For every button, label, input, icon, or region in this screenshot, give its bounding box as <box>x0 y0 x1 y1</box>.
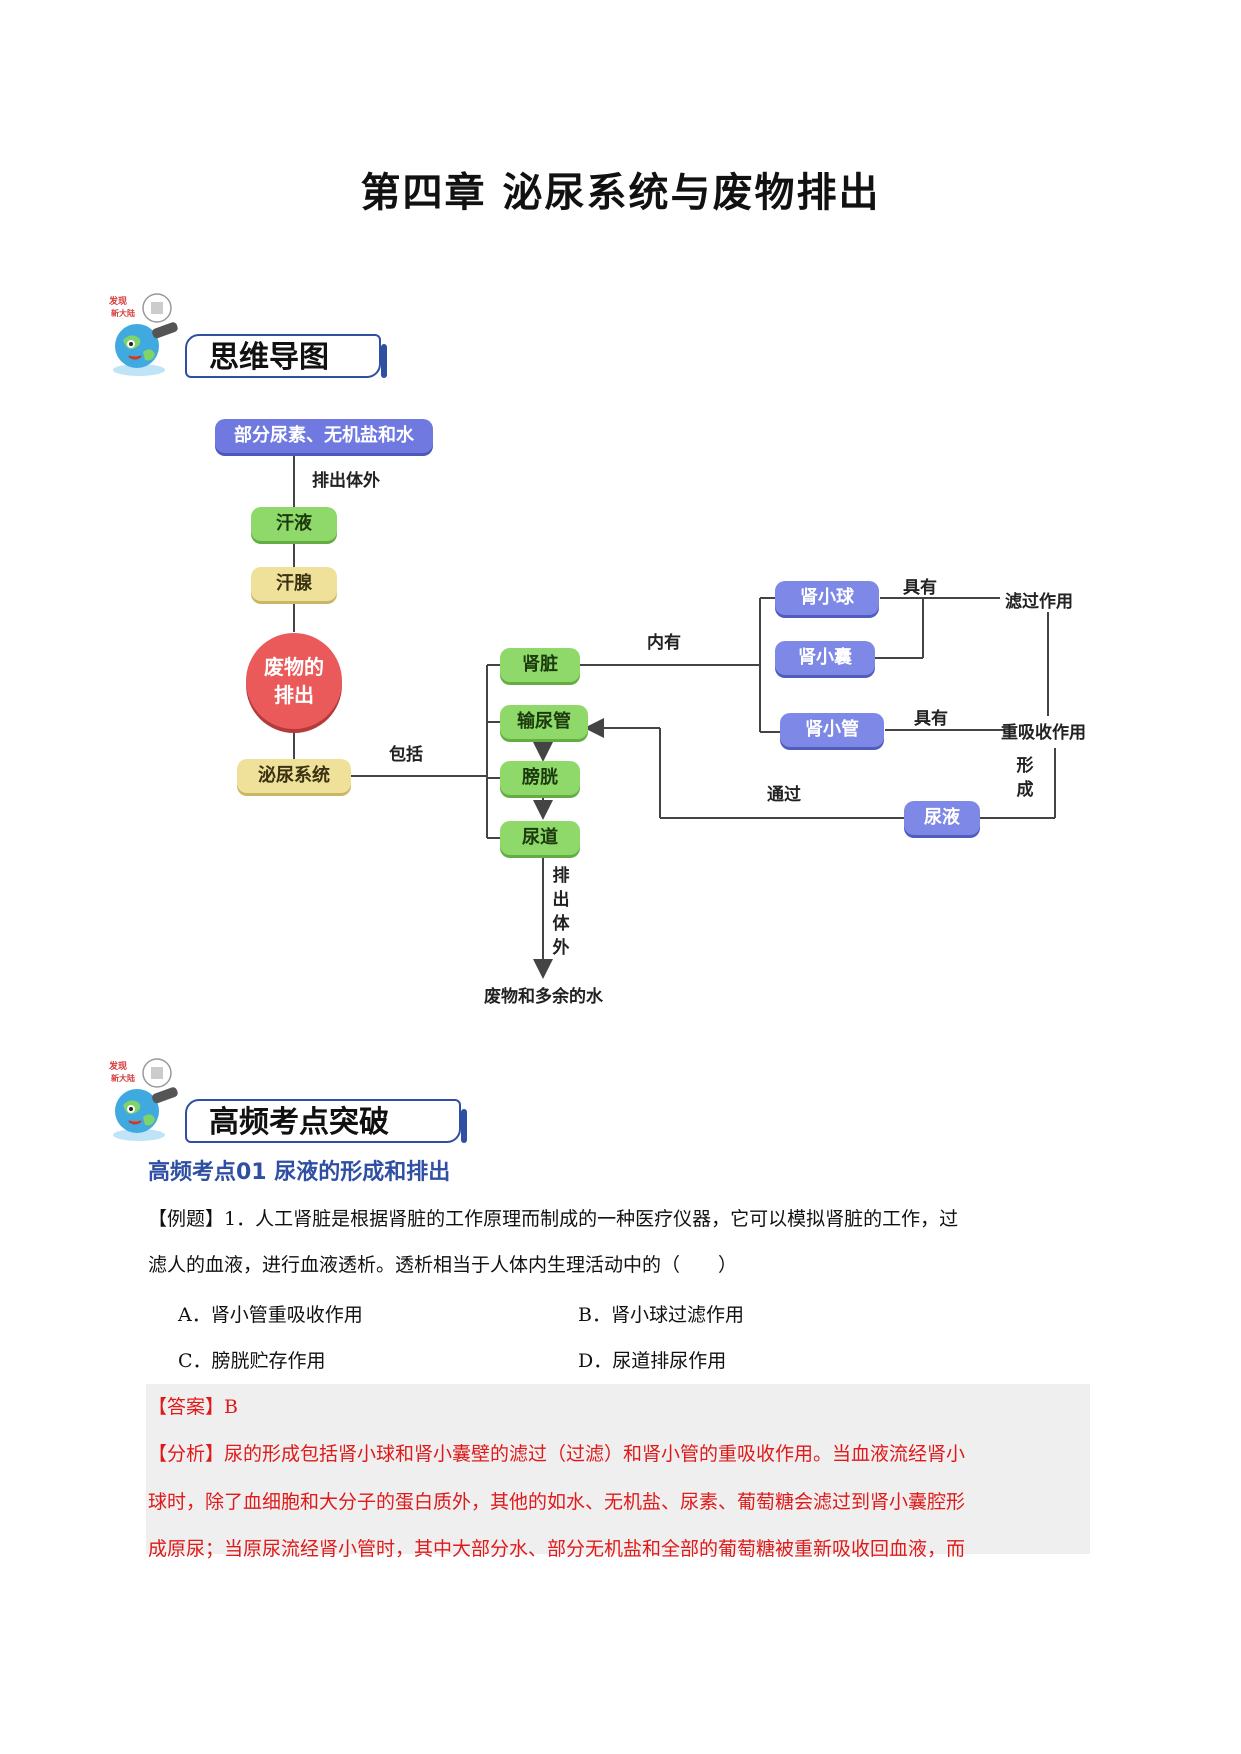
svg-text:新大陆: 新大陆 <box>111 1073 135 1083</box>
node-ureter: 输尿管 <box>500 705 588 739</box>
node-sweat-gland: 汗腺 <box>251 567 337 601</box>
node-waste-excretion: 废物的排出 <box>246 633 342 729</box>
node-urine: 尿液 <box>904 801 980 835</box>
node-bladder: 膀胱 <box>500 761 580 795</box>
label-filtration: 滤过作用 <box>1005 587 1073 612</box>
mind-map-connectors <box>0 400 1241 1020</box>
label-reabsorption: 重吸收作用 <box>1001 718 1086 743</box>
option-a: A．肾小管重吸收作用 <box>178 1300 363 1327</box>
mindmap-section-header: 发现 新大陆 思维导图 <box>105 290 485 380</box>
mind-map: 部分尿素、无机盐和水 排出体外 汗液 汗腺 废物的排出 泌尿系统 包括 肾脏 输… <box>0 400 1241 1020</box>
svg-text:发现: 发现 <box>108 1060 127 1072</box>
analysis-line1: 【分析】尿的形成包括肾小球和肾小囊壁的滤过（过滤）和肾小管的重吸收作用。当血液流… <box>148 1439 965 1466</box>
node-kidney: 肾脏 <box>500 648 580 682</box>
question-stem-line1: 【例题】1．人工肾脏是根据肾脏的工作原理而制成的一种医疗仪器，它可以模拟肾脏的工… <box>148 1196 1088 1242</box>
option-d: D．尿道排尿作用 <box>578 1346 726 1373</box>
node-glomerulus: 肾小球 <box>775 581 879 615</box>
label-has-2: 具有 <box>914 704 948 729</box>
node-urinary-system: 泌尿系统 <box>237 759 351 793</box>
option-c: C．膀胱贮存作用 <box>178 1346 326 1373</box>
label-form: 形成 <box>1015 754 1035 802</box>
page-title: 第四章 泌尿系统与废物排出 <box>0 160 1241 218</box>
node-tubule: 肾小管 <box>780 713 884 747</box>
label-waste-water: 废物和多余的水 <box>484 982 603 1007</box>
option-b: B．肾小球过滤作用 <box>578 1300 744 1327</box>
highfreq-header-title: 高频考点突破 <box>185 1099 461 1143</box>
label-through: 通过 <box>767 780 801 805</box>
subhead-urine-formation: 高频考点01 尿液的形成和排出 <box>148 1154 450 1186</box>
mascot-icon: 发现 新大陆 <box>105 290 185 380</box>
center-label: 废物的排出 <box>264 653 324 709</box>
highfreq-section-header: 发现 新大陆 高频考点突破 <box>105 1055 485 1145</box>
label-has-1: 具有 <box>903 573 937 598</box>
answer-text: 【答案】B <box>148 1392 238 1419</box>
label-excrete-2: 排出体外 <box>551 864 571 960</box>
analysis-line2: 球时，除了血细胞和大分子的蛋白质外，其他的如水、无机盐、尿素、葡萄糖会滤过到肾小… <box>148 1487 965 1514</box>
node-sweat: 汗液 <box>251 507 337 541</box>
svg-text:发现: 发现 <box>108 295 127 307</box>
analysis-line3: 成原尿；当原尿流经肾小管时，其中大部分水、部分无机盐和全部的葡萄糖被重新吸收回血… <box>148 1534 965 1561</box>
mascot-icon: 发现 新大陆 <box>105 1055 185 1145</box>
label-include: 包括 <box>389 740 423 765</box>
answer-analysis-box <box>146 1384 1090 1554</box>
label-excrete: 排出体外 <box>312 466 380 491</box>
label-contains: 内有 <box>647 628 681 653</box>
node-capsule: 肾小囊 <box>775 641 875 675</box>
svg-text:新大陆: 新大陆 <box>111 308 135 318</box>
mindmap-header-title: 思维导图 <box>185 334 381 378</box>
node-partial-urea: 部分尿素、无机盐和水 <box>215 419 433 453</box>
node-urethra: 尿道 <box>500 821 580 855</box>
question-stem-line2: 滤人的血液，进行血液透析。透析相当于人体内生理活动中的（ ） <box>148 1242 1088 1288</box>
